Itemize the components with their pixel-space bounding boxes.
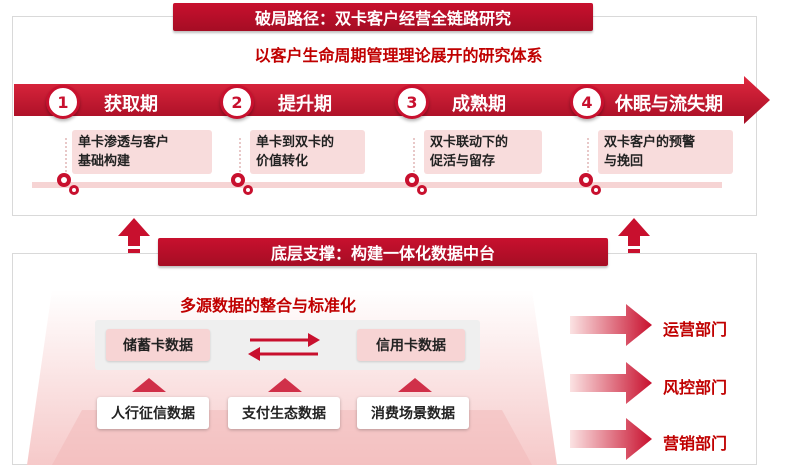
- stage-3-desc: 双卡联动下的促活与留存: [424, 130, 542, 174]
- stage-2-label: 提升期: [278, 94, 332, 115]
- arrow-right-icon: [570, 418, 652, 460]
- integration-title: 多源数据的整合与标准化: [180, 296, 357, 315]
- dept-risk-control: 风控部门: [663, 378, 728, 397]
- lifecycle-subtitle: 以客户生命周期管理理论展开的研究体系: [254, 46, 543, 65]
- payment-ecosystem-data: 支付生态数据: [228, 397, 340, 429]
- stage-2-number: 2: [220, 85, 254, 119]
- consumption-scene-data: 消费场景数据: [357, 397, 469, 429]
- stage-1-number: 1: [46, 85, 80, 119]
- credit-card-data: 信用卡数据: [357, 329, 465, 361]
- dept-marketing: 营销部门: [663, 434, 728, 453]
- support-title: 底层支撑：构建一体化数据中台: [158, 238, 608, 266]
- stage-1-desc: 单卡渗透与客户基础构建: [72, 130, 212, 174]
- stage-connectors: [57, 138, 601, 195]
- chevron-up-icon: [132, 378, 166, 392]
- arrow-right-icon: [570, 362, 652, 404]
- page-title: 破局路径：双卡客户经营全链路研究: [173, 3, 593, 31]
- stage-2-desc: 单卡到双卡的价值转化: [250, 130, 365, 174]
- exchange-arrows-icon: [248, 333, 320, 361]
- stage-4-desc: 双卡客户的预警与挽回: [598, 130, 733, 174]
- stage-4-number: 4: [570, 85, 604, 119]
- chevron-up-icon: [268, 378, 302, 392]
- stage-3-label: 成熟期: [452, 94, 506, 115]
- stage-3-number: 3: [395, 85, 429, 119]
- timeline-base: [32, 182, 722, 188]
- stage-4-label: 休眠与流失期: [615, 94, 723, 115]
- credit-bureau-data: 人行征信数据: [97, 397, 209, 429]
- chevron-up-icon: [398, 378, 432, 392]
- dept-operations: 运营部门: [663, 320, 728, 339]
- savings-card-data: 储蓄卡数据: [106, 329, 210, 361]
- stage-1-label: 获取期: [104, 94, 158, 115]
- arrow-right-icon: [570, 304, 652, 346]
